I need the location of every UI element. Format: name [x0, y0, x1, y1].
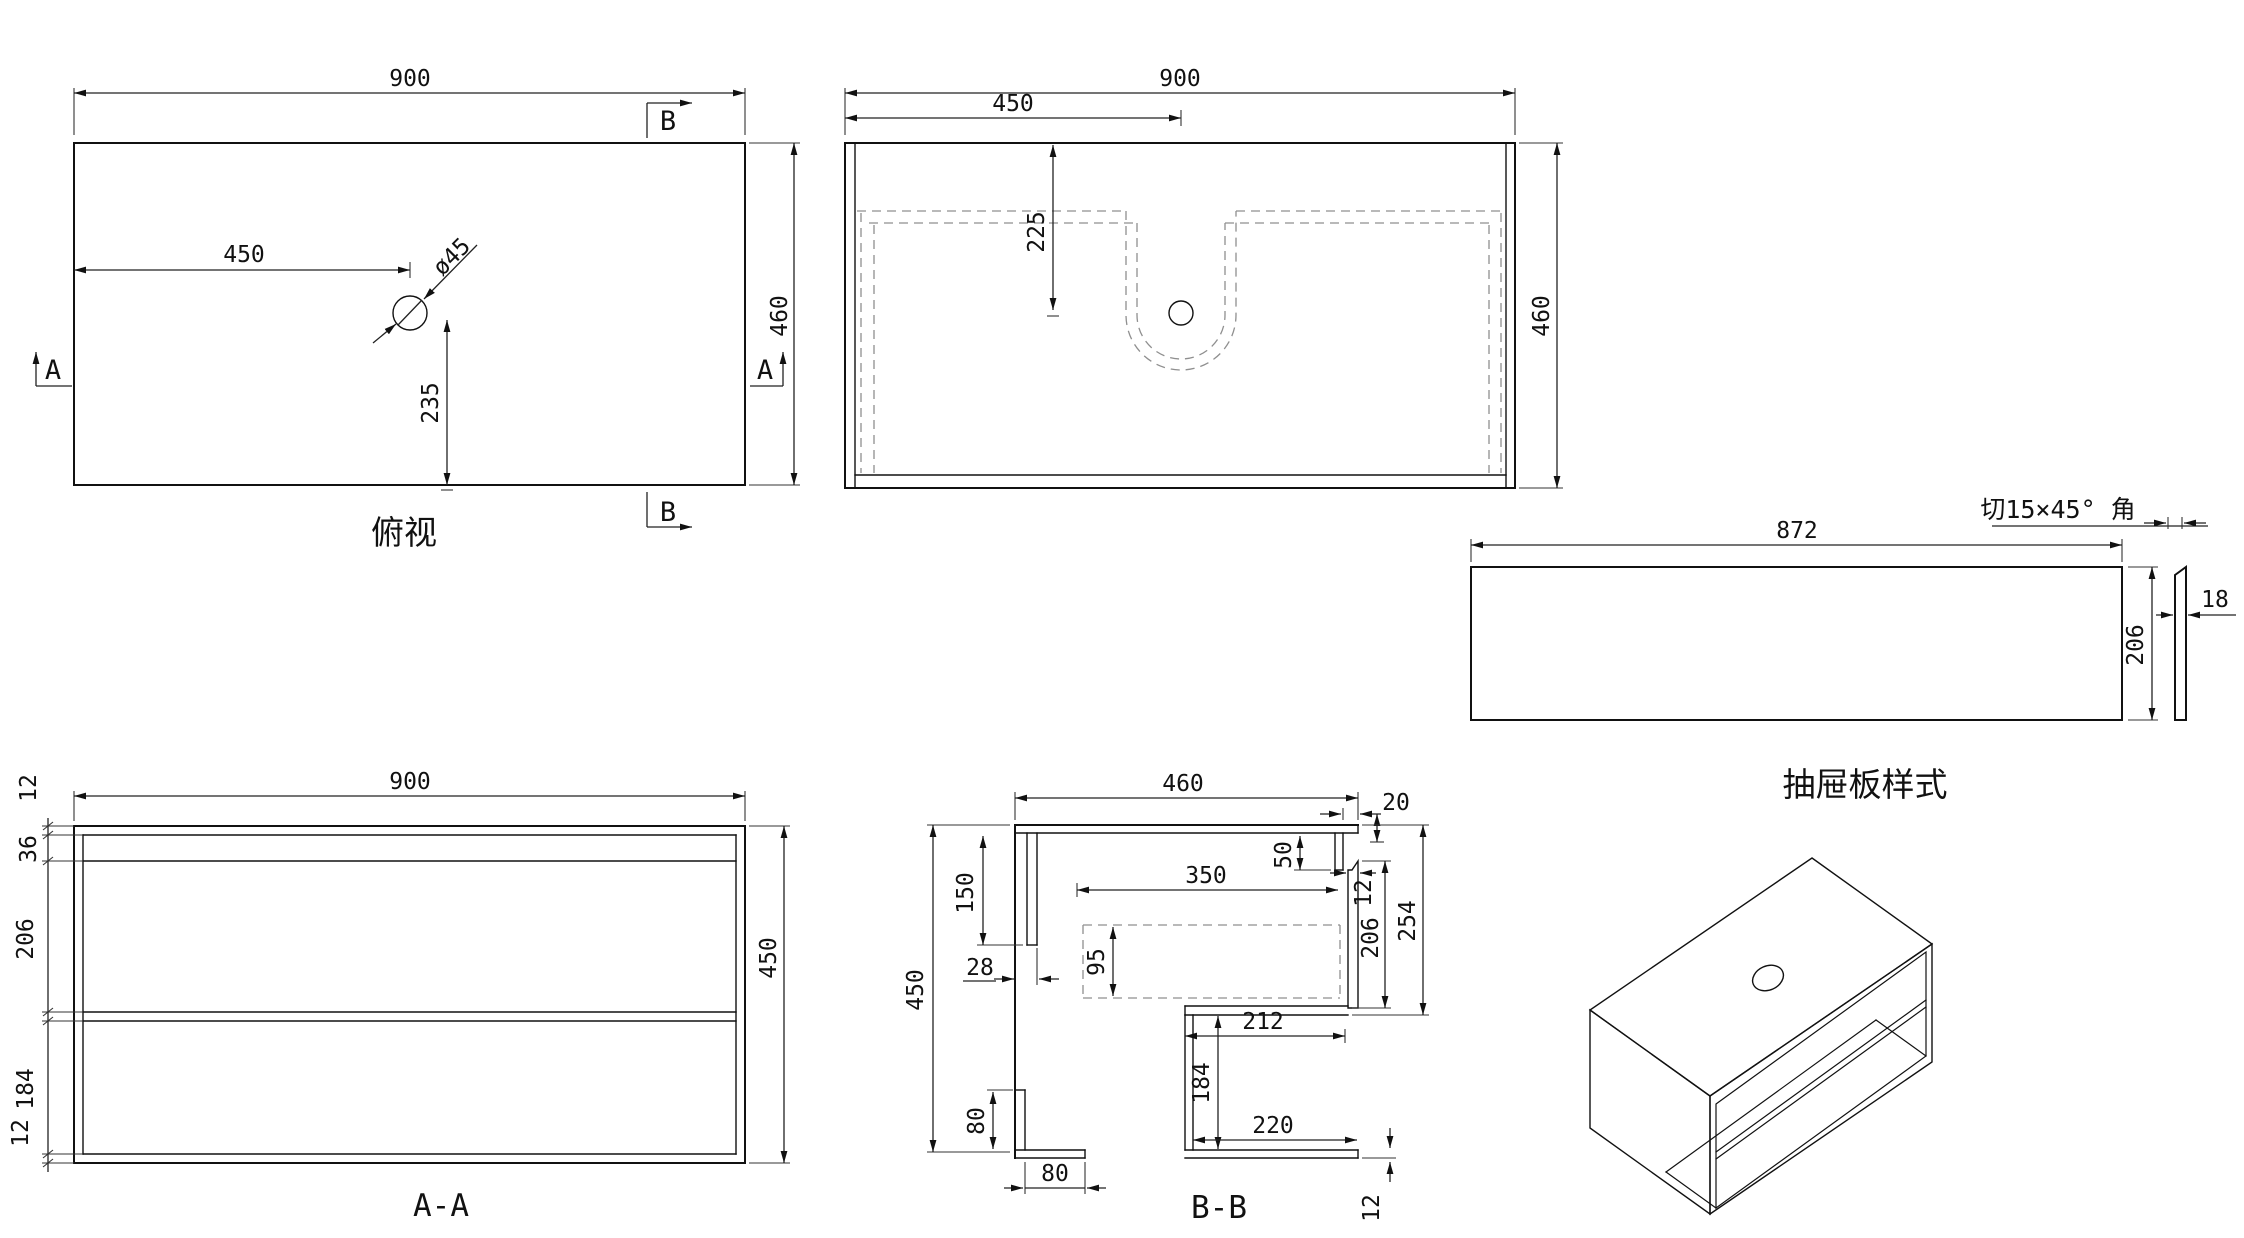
dim-bb-front-h: 206: [1358, 917, 1384, 959]
dim-aa-open: 184: [13, 1068, 39, 1110]
panel-side-profile: [2174, 565, 2187, 721]
dim-hole-center: 235: [418, 382, 444, 424]
section-marker-b-bottom: B: [646, 492, 692, 531]
section-letter-a: A: [757, 355, 773, 386]
drawer-panel-label: 抽屉板样式: [1783, 765, 1948, 804]
front-view: 900 450 225 460: [844, 66, 1563, 489]
dim-hole-dia: ø45: [428, 233, 476, 281]
dim-bb-box-h: 95: [1084, 948, 1110, 976]
section-marker-b-top: B: [646, 99, 692, 138]
dim-bb-front-thk: 12: [1351, 879, 1377, 907]
dim-bb-gap: 20: [1382, 790, 1410, 816]
dim-panel-thickness: 18: [2201, 587, 2229, 613]
dim-aa-top: 12: [16, 774, 42, 802]
dim-top-height: 460: [767, 295, 793, 337]
basin-cutout-outer: [1125, 211, 1237, 371]
dim-top-width: 900: [389, 66, 431, 92]
dim-bb-front-total: 254: [1395, 900, 1421, 942]
dim-bb-shelf-d: 212: [1242, 1009, 1284, 1035]
section-aa-view: 12 36 206 184 12 900 450 A-A: [8, 769, 790, 1224]
drawer-box-hidden: [1082, 924, 1341, 999]
section-marker-a-left: A: [32, 352, 72, 387]
dim-bb-height: 450: [903, 969, 929, 1011]
dim-bb-front-rail: 50: [1271, 841, 1297, 869]
dim-aa-rail: 36: [16, 835, 42, 863]
chamfer-note: 切15×45° 角: [1980, 495, 2135, 524]
drain-hole: [1168, 300, 1194, 326]
dim-ticks: [42, 821, 54, 1168]
dim-aa-width: 900: [389, 769, 431, 795]
dim-aa-drawer: 206: [13, 918, 39, 960]
dim-panel-width: 872: [1776, 518, 1818, 544]
drawer-panel-view: 872 206 18 切15×45° 角 抽屉板样式: [1470, 495, 2236, 804]
dim-front-height: 460: [1529, 295, 1555, 337]
section-letter-b: B: [660, 106, 676, 137]
dim-bb-foot-w: 80: [1041, 1161, 1069, 1187]
section-bb-view: 460 20 50 350 12 206 254 150: [903, 771, 1429, 1226]
iso-front-face: [1709, 942, 1933, 1216]
dim-bb-drawer-depth: 350: [1185, 863, 1227, 889]
dim-aa-height: 450: [756, 937, 782, 979]
dim-bb-open-h: 184: [1189, 1062, 1215, 1104]
section-letter-a: A: [45, 355, 61, 386]
dim-bb-width: 460: [1162, 771, 1204, 797]
section-bb-label: B-B: [1191, 1190, 1247, 1226]
iso-view: [1588, 857, 1934, 1216]
dim-basin-depth: 225: [1024, 211, 1050, 253]
iso-front-frame: [1715, 950, 1927, 1210]
dim-aa-bottom: 12: [8, 1119, 34, 1147]
dim-front-half: 450: [992, 91, 1034, 117]
dim-bb-bottom-thk: 12: [1359, 1194, 1385, 1222]
top-view-label: 俯视: [371, 513, 437, 552]
iso-faucet-hole: [1751, 964, 1785, 992]
dim-front-width: 900: [1159, 66, 1201, 92]
dim-hole-offset: 450: [223, 242, 265, 268]
dim-bb-foot-h: 80: [964, 1107, 990, 1135]
dim-bb-back-gap: 28: [966, 955, 994, 981]
section-letter-b: B: [660, 497, 676, 528]
dim-bb-back-rail: 150: [953, 872, 979, 914]
basin-cutout-inner: [1136, 223, 1226, 360]
section-marker-a-right: A: [750, 352, 787, 387]
dim-bb-bottom-d: 220: [1252, 1113, 1294, 1139]
top-view: ø45 900 450 235 460 B B: [32, 66, 800, 552]
section-aa-label: A-A: [413, 1188, 469, 1224]
dim-panel-height: 206: [2123, 624, 2149, 666]
faucet-hole: [392, 295, 428, 331]
drawer-front-section: [1347, 858, 1359, 1009]
iso-left-face: [1589, 1008, 1711, 1216]
